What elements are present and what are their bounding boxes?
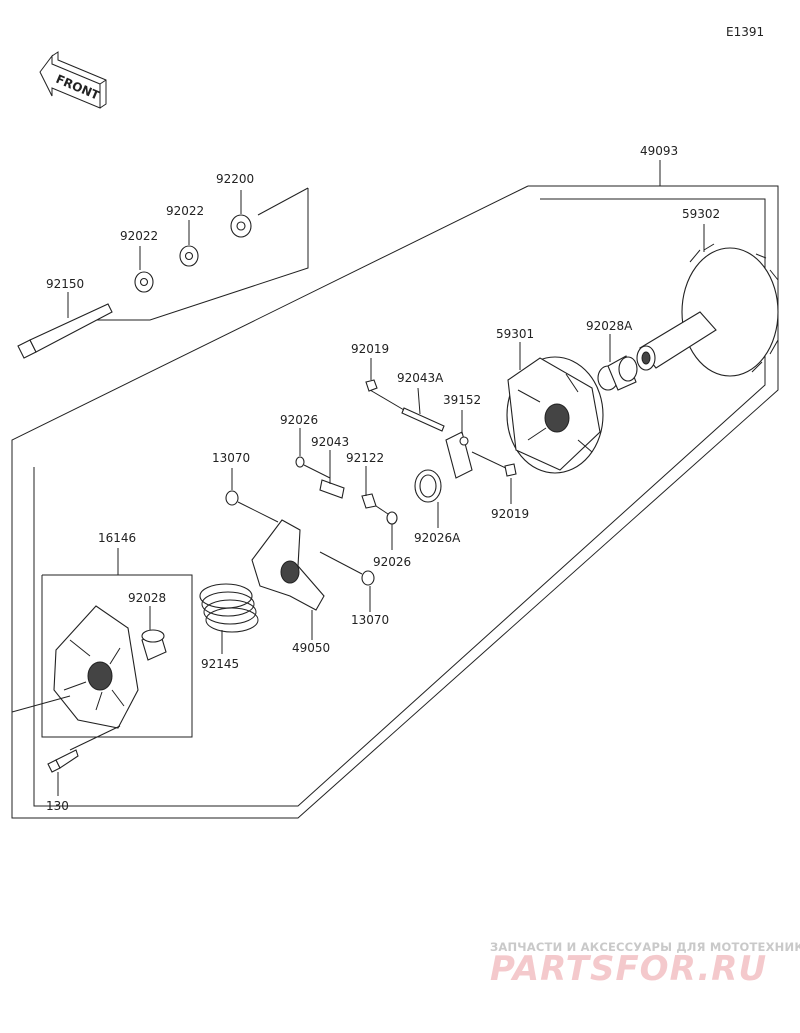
bushing-92028A <box>597 334 638 391</box>
roller-92122 <box>361 466 389 515</box>
spring-92145 <box>199 583 259 654</box>
spider-49050 <box>251 519 325 640</box>
label-92022-a: 92022 <box>166 204 204 218</box>
sheave-59302 <box>636 224 779 377</box>
label-92122: 92122 <box>346 451 384 465</box>
pin-92043 <box>319 450 345 499</box>
weight-39152 <box>445 410 473 479</box>
bolt-130 <box>47 749 79 796</box>
frame-16146 <box>41 548 193 738</box>
watermark-brand: PARTSFOR.RU <box>490 949 767 989</box>
label-92026-b: 92026 <box>373 555 411 569</box>
nut-92019-b <box>504 463 517 504</box>
washer-92022-a <box>179 220 199 267</box>
label-92145: 92145 <box>201 657 239 671</box>
label-92022-b: 92022 <box>120 229 158 243</box>
diagram-code: E1391 <box>726 25 764 39</box>
washer-frame <box>78 188 309 321</box>
label-92150: 92150 <box>46 277 84 291</box>
label-16146: 16146 <box>98 531 136 545</box>
assembly-frame-49093 <box>11 160 779 819</box>
sheave-16146 <box>11 605 139 751</box>
label-92043: 92043 <box>311 435 349 449</box>
label-130: 130 <box>46 799 69 813</box>
washer-92026-a <box>295 428 331 479</box>
bushing-92028 <box>141 606 167 661</box>
watermark-tagline: ЗАПЧАСТИ И АКСЕССУАРЫ ДЛЯ МОТОТЕХНИКИ <box>490 940 800 954</box>
label-13070-a: 13070 <box>212 451 250 465</box>
bushing-13070-b <box>319 551 375 612</box>
label-92019-a: 92019 <box>351 342 389 356</box>
label-92028A: 92028A <box>586 319 633 333</box>
label-92200: 92200 <box>216 172 254 186</box>
label-59302: 59302 <box>682 207 720 221</box>
label-92026-a: 92026 <box>280 413 318 427</box>
bolt-92150 <box>17 292 113 359</box>
front-arrow-icon: FRONT <box>39 51 107 109</box>
sheave-59301 <box>506 342 604 474</box>
label-92043A: 92043A <box>397 371 444 385</box>
label-39152: 39152 <box>443 393 481 407</box>
washer-92026-b <box>386 511 398 550</box>
bushing-13070-a <box>225 468 279 523</box>
washer-92022-b <box>134 246 154 293</box>
nut-92019-a <box>365 358 378 392</box>
label-59301: 59301 <box>496 327 534 341</box>
washer-92200 <box>230 190 252 238</box>
label-92026A: 92026A <box>414 531 461 545</box>
label-92028: 92028 <box>128 591 166 605</box>
label-92019-b: 92019 <box>491 507 529 521</box>
label-49050: 49050 <box>292 641 330 655</box>
pin-92043A <box>369 387 511 471</box>
label-49093: 49093 <box>640 144 678 158</box>
ring-92026A <box>414 469 442 528</box>
label-13070-b: 13070 <box>351 613 389 627</box>
